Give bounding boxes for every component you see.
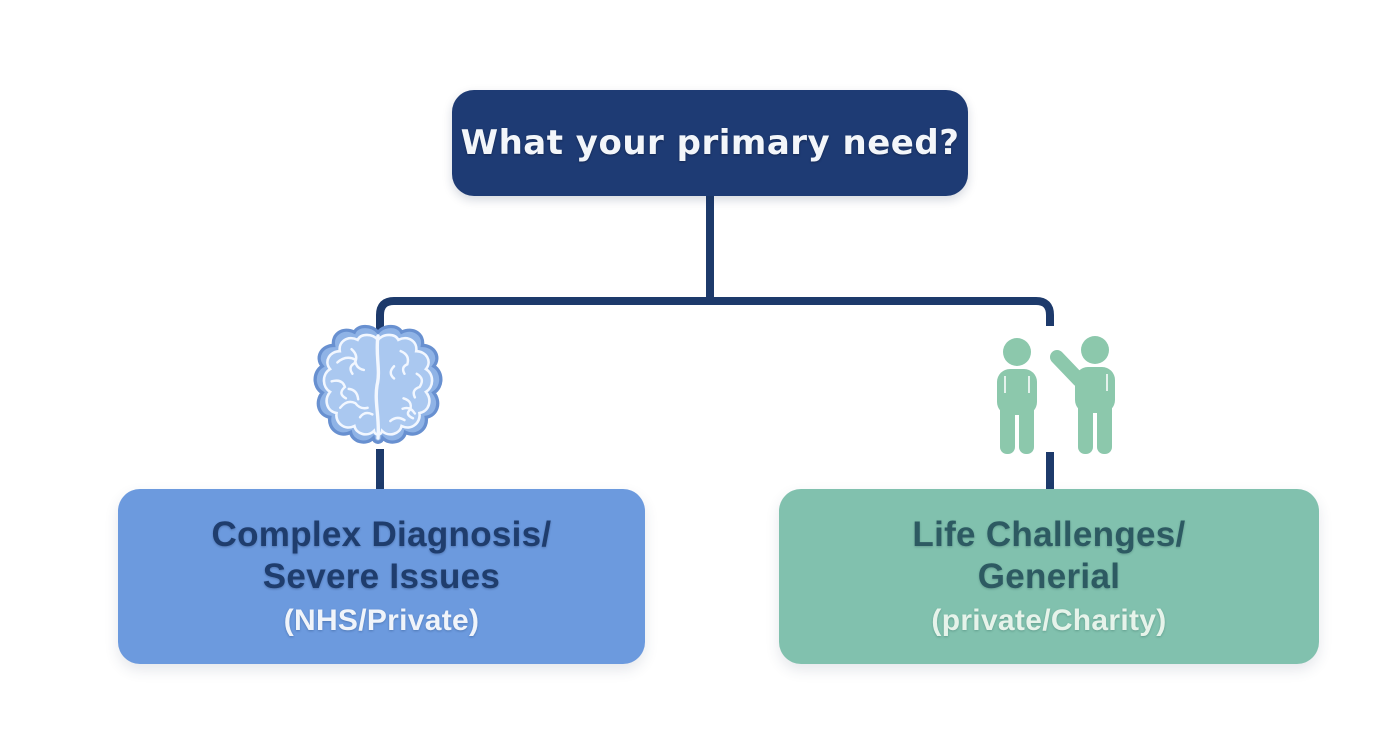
branch-sublabel: (private/Charity) bbox=[931, 603, 1167, 637]
branch-label-line2: Severe Issues bbox=[262, 557, 501, 597]
branch-box-life-challenges: Life Challenges/ Generial (private/Chari… bbox=[779, 489, 1319, 664]
branch-sublabel: (NHS/Private) bbox=[283, 603, 480, 637]
connector-branch bbox=[376, 297, 1054, 330]
person-right bbox=[1050, 336, 1115, 454]
root-question-box: What your primary need? bbox=[452, 90, 968, 196]
brain-fissure bbox=[374, 334, 381, 440]
branch-box-complex-diagnosis: Complex Diagnosis/ Severe Issues (NHS/Pr… bbox=[118, 489, 645, 664]
branch-label-line1: Life Challenges/ bbox=[912, 514, 1186, 554]
branch-label-line1: Complex Diagnosis/ bbox=[211, 514, 552, 554]
root-question-label: What your primary need? bbox=[460, 123, 960, 163]
brain-icon bbox=[313, 324, 443, 444]
person-left bbox=[997, 338, 1037, 454]
brain-folds bbox=[330, 347, 424, 423]
people-icon bbox=[997, 336, 1115, 454]
branch-label-line2: Generial bbox=[977, 557, 1121, 597]
